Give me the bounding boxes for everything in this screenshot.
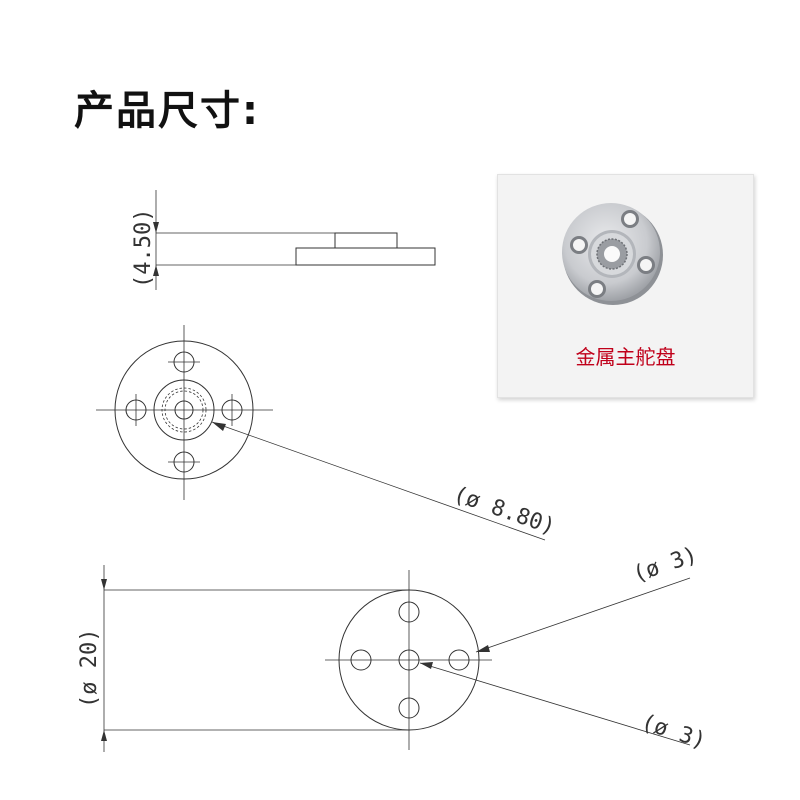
top-view-small: (ø 8.80): [96, 325, 558, 541]
photo-caption: 金属主舵盘: [575, 345, 676, 369]
spline-diameter-dimension: (ø 8.80): [450, 482, 558, 540]
metal-servo-horn-image: [562, 203, 663, 305]
top-view-large: (ø 20) (ø 3) (ø 3): [77, 542, 709, 754]
outer-diameter-dimension: (ø 20): [77, 629, 102, 708]
page-title: 产品尺寸:: [74, 88, 260, 134]
thickness-dimension: (4.50): [131, 209, 156, 288]
hole-diameter-dimension-1: (ø 3): [630, 542, 701, 587]
product-photo-card: 金属主舵盘: [497, 174, 754, 398]
side-view: (4.50): [131, 190, 436, 290]
hole-diameter-dimension-2: (ø 3): [638, 710, 709, 754]
